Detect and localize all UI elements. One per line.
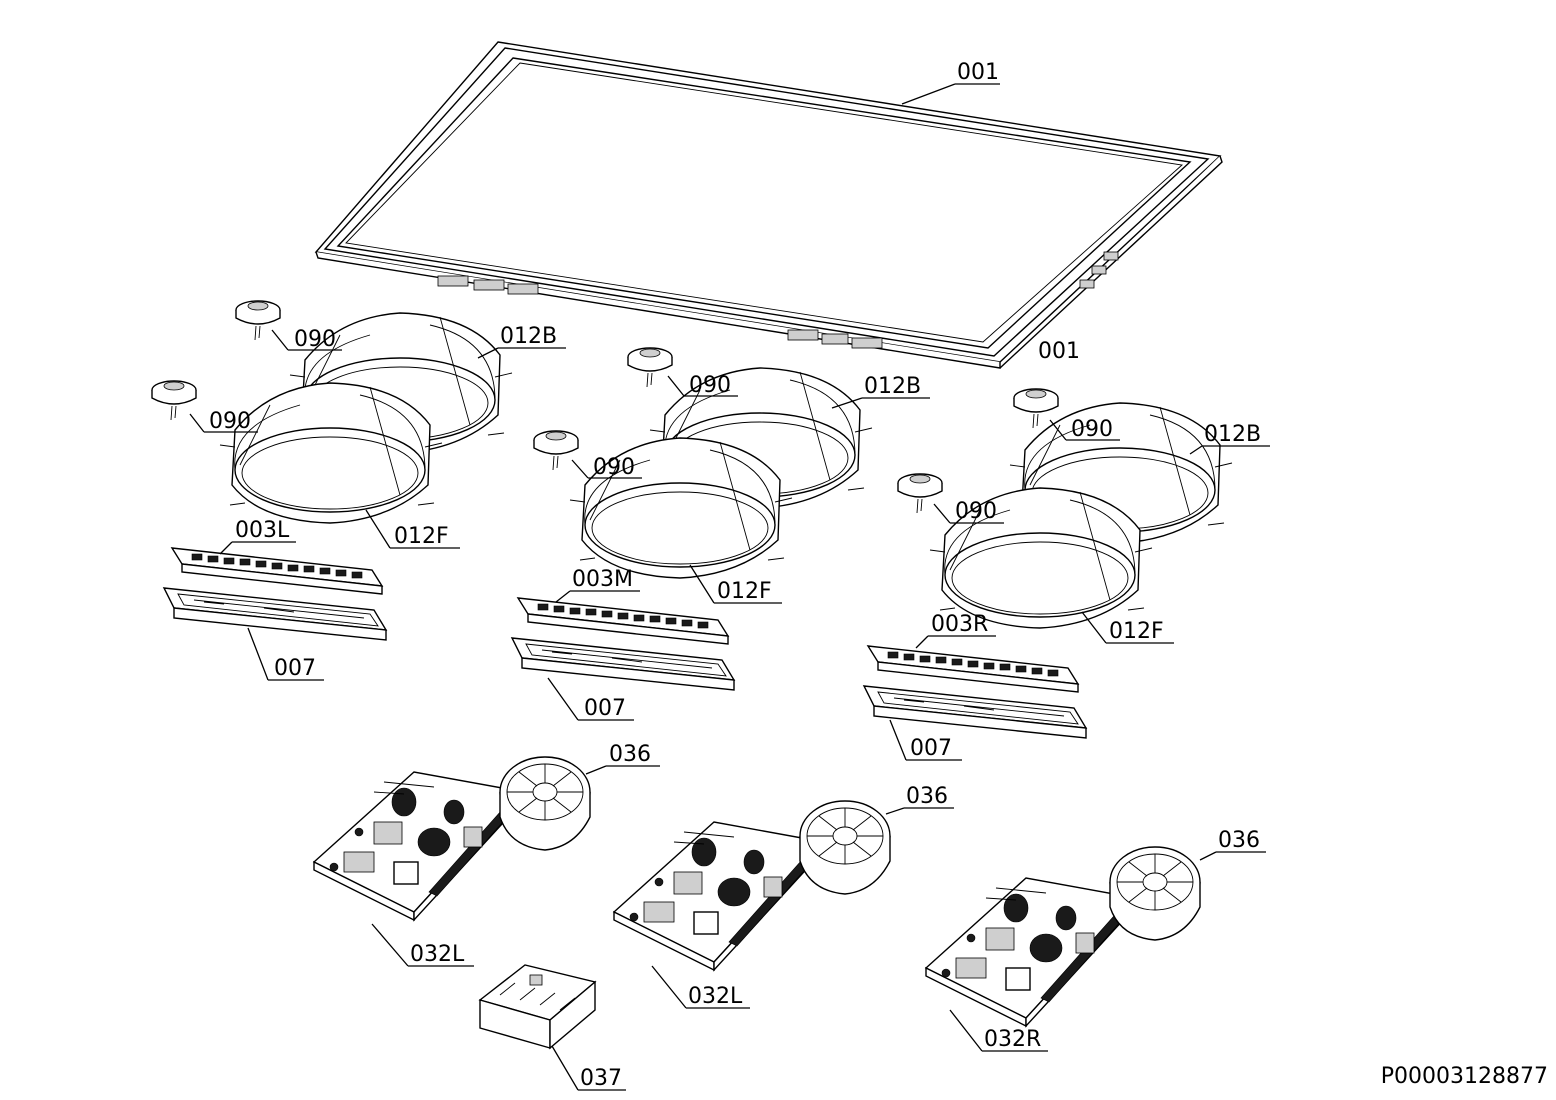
label-036-right: 036 — [1218, 828, 1260, 853]
sensor-left-back — [235, 300, 281, 341]
label-090-left-back: 090 — [294, 327, 336, 352]
sensor-right-front — [897, 473, 943, 514]
label-007-left: 007 — [274, 656, 316, 681]
label-012F-right: 012F — [1109, 619, 1164, 644]
label-036-left: 036 — [609, 742, 651, 767]
label-036-middle: 036 — [906, 784, 948, 809]
label-007-right: 007 — [910, 736, 952, 761]
control-tray-middle — [511, 637, 735, 691]
glass-ceramic-top — [314, 41, 1223, 369]
sensor-left-front — [151, 380, 197, 421]
induction-coil-left-front — [219, 382, 443, 524]
control-tray-right — [863, 685, 1087, 739]
label-003R: 003R — [931, 612, 988, 637]
document-id: P00003128877 — [1381, 1064, 1548, 1089]
label-001-side: 001 — [1038, 339, 1080, 364]
label-003L: 003L — [235, 518, 290, 543]
cooling-fan-right — [1109, 846, 1201, 941]
label-012B-middle: 012B — [864, 374, 921, 399]
label-032L-left: 032L — [410, 942, 465, 967]
terminal-block — [478, 964, 597, 1050]
label-032R: 032R — [984, 1027, 1041, 1052]
label-090-left-front: 090 — [209, 409, 251, 434]
control-board-middle — [517, 597, 729, 645]
sensor-middle-back — [627, 347, 673, 388]
label-012F-left: 012F — [394, 524, 449, 549]
label-090-right-front: 090 — [955, 499, 997, 524]
control-board-right — [867, 645, 1079, 693]
label-012F-middle: 012F — [717, 579, 772, 604]
sensor-middle-front — [533, 430, 579, 471]
label-090-middle-front: 090 — [593, 455, 635, 480]
control-board-left — [171, 547, 383, 595]
cooling-fan-middle — [799, 800, 891, 895]
power-board-middle — [613, 821, 825, 971]
label-012B-right: 012B — [1204, 422, 1261, 447]
label-007-middle: 007 — [584, 696, 626, 721]
label-003M: 003M — [572, 567, 633, 592]
label-012B-left: 012B — [500, 324, 557, 349]
label-090-middle-back: 090 — [689, 373, 731, 398]
label-037: 037 — [580, 1066, 622, 1091]
label-001-top: 001 — [957, 60, 999, 85]
leader-lines — [189, 83, 1270, 1091]
control-tray-left — [163, 587, 387, 641]
label-090-right-back: 090 — [1071, 417, 1113, 442]
label-032L-middle: 032L — [688, 984, 743, 1009]
power-board-right — [925, 877, 1137, 1027]
power-board-left — [313, 771, 525, 921]
cooling-fan-left — [499, 756, 591, 851]
